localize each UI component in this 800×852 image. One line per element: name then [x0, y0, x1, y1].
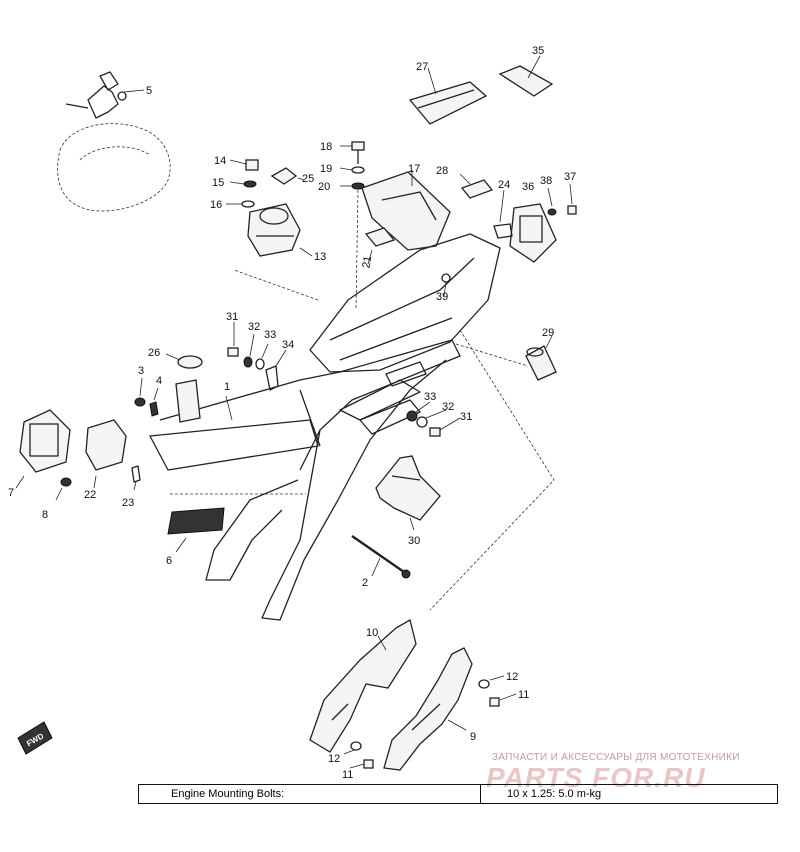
- callout-33-right: 33: [424, 391, 436, 403]
- callout-labels: 1 2 3 4 5 6 7 8 9 10 11 11 12 12 13 14 1…: [8, 45, 576, 781]
- bolt-18-19-20: [339, 141, 365, 311]
- callout-4: 4: [156, 375, 162, 387]
- bolts-11-12-right: [478, 675, 517, 707]
- sleeve-29: [455, 335, 557, 381]
- box-7: [15, 409, 71, 489]
- callout-15: 15: [212, 177, 224, 189]
- watermark-tagline: ЗАПЧАСТИ И АКСЕССУАРЫ ДЛЯ МОТОТЕХНИКИ: [492, 752, 740, 763]
- bolt-stack-right: [406, 401, 461, 437]
- callout-22: 22: [84, 489, 96, 501]
- long-bolt-2: [351, 535, 411, 579]
- clip-23: [131, 465, 141, 491]
- pad-21: [364, 227, 396, 265]
- callout-34: 34: [282, 339, 294, 351]
- callout-26: 26: [148, 347, 160, 359]
- callout-32-right: 32: [442, 401, 454, 413]
- callout-11-right: 11: [518, 689, 529, 701]
- callout-8: 8: [42, 509, 48, 521]
- callout-6: 6: [166, 555, 172, 567]
- callout-5: 5: [146, 85, 152, 97]
- engine-outline: [57, 123, 171, 212]
- plate-9: [383, 647, 473, 771]
- callout-21: 21: [360, 255, 374, 269]
- callout-28: 28: [436, 165, 448, 177]
- spec-value: 10 x 1.25: 5.0 m-kg: [507, 788, 602, 800]
- callout-30: 30: [408, 535, 420, 547]
- callout-33-left: 33: [264, 329, 276, 341]
- callout-12-right: 12: [506, 671, 518, 683]
- bracket-5: [65, 71, 145, 119]
- callout-38: 38: [540, 175, 552, 187]
- bolts-11-12-left: [343, 741, 374, 769]
- rear-subframe: [309, 233, 501, 373]
- clamp-13: [247, 203, 313, 257]
- bolt-3-4: [134, 377, 159, 417]
- bracket-17: [361, 170, 451, 251]
- callout-9: 9: [470, 731, 476, 743]
- bolt-stack-left: [227, 322, 287, 391]
- callout-10: 10: [366, 627, 378, 639]
- plate-10: [309, 619, 417, 753]
- part-25: [270, 167, 305, 185]
- tail-bracket-36: [493, 183, 577, 263]
- screw-8: [55, 477, 72, 501]
- part-27: [408, 67, 488, 125]
- bracket-30: [375, 455, 441, 531]
- pad-28: [459, 173, 494, 199]
- callout-23: 23: [122, 497, 134, 509]
- callout-11-left: 11: [342, 769, 353, 781]
- callout-14: 14: [214, 155, 226, 167]
- callout-35: 35: [532, 45, 544, 57]
- callout-13: 13: [314, 251, 326, 263]
- main-frame: [149, 269, 555, 621]
- bolt-14-15-16: [226, 159, 259, 208]
- bushing-26: [165, 353, 203, 423]
- callout-27: 27: [416, 61, 428, 73]
- decal-6: [167, 507, 225, 553]
- callout-31-right: 31: [460, 411, 472, 423]
- callout-24: 24: [498, 179, 510, 191]
- callout-32-left: 32: [248, 321, 260, 333]
- callout-39: 39: [436, 291, 448, 303]
- callout-20: 20: [318, 181, 330, 193]
- spec-label: Engine Mounting Bolts:: [139, 785, 481, 803]
- callout-7: 7: [8, 487, 14, 499]
- callout-19: 19: [320, 163, 332, 175]
- fwd-arrow: [17, 721, 53, 755]
- callout-31-left: 31: [226, 311, 238, 323]
- callout-17: 17: [408, 163, 420, 175]
- callout-3: 3: [138, 365, 144, 377]
- callout-36: 36: [522, 181, 534, 193]
- callout-12-left: 12: [328, 753, 340, 765]
- callout-25: 25: [302, 173, 314, 185]
- spec-table: Engine Mounting Bolts: 10 x 1.25: 5.0 m-…: [138, 784, 778, 804]
- callout-37: 37: [564, 171, 576, 183]
- callout-29: 29: [542, 327, 554, 339]
- part-35: [498, 55, 554, 97]
- callout-18: 18: [320, 141, 332, 153]
- callout-2: 2: [362, 577, 368, 589]
- callout-1: 1: [224, 381, 230, 393]
- block-22: [85, 419, 127, 489]
- callout-16: 16: [210, 199, 222, 211]
- watermark-logo: PARTS FOR.RU: [486, 762, 706, 793]
